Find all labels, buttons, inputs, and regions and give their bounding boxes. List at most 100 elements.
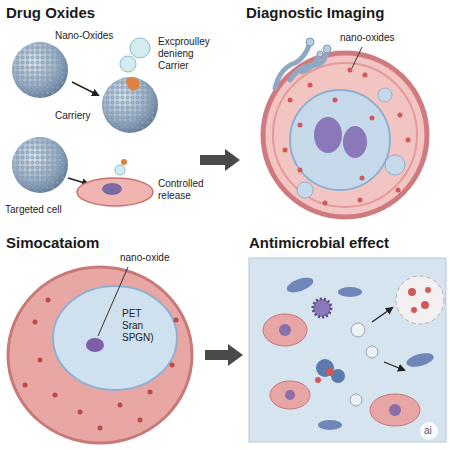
nano-oxide-dots <box>298 123 303 128</box>
tendril-tips <box>306 38 331 57</box>
nanoparticle-sphere <box>12 42 68 98</box>
microbes <box>421 301 429 309</box>
nano-oxide-dots <box>23 383 28 388</box>
part-label: Carriery <box>55 110 91 122</box>
microbes <box>351 323 365 337</box>
watermark: ai <box>424 425 432 437</box>
watermark-badge <box>420 422 438 440</box>
panel-heading: Diagnostic Imaging <box>240 0 390 26</box>
imaged-cell <box>263 53 427 217</box>
nanoparticle-sphere <box>12 137 68 193</box>
imaged-cell <box>385 155 405 175</box>
nano-oxide-dots <box>23 298 179 431</box>
microbes <box>338 287 362 297</box>
cell-section <box>8 267 192 443</box>
imaged-cell <box>343 126 367 158</box>
nano-oxide-tendrils <box>302 54 320 72</box>
microbes <box>425 287 431 293</box>
imaged-cell <box>378 88 392 102</box>
imaged-cell <box>263 53 427 217</box>
part-label: PET Sran SPGN) <box>122 308 156 344</box>
microbes <box>279 324 291 336</box>
panel: Antimicrobial effect <box>243 230 450 450</box>
nano-oxide-dots <box>298 168 303 173</box>
nano-oxide-dots <box>333 98 338 103</box>
nano-oxide-dots <box>148 390 153 395</box>
nanoparticle-sphere <box>12 42 68 98</box>
effect-arrows <box>384 362 404 370</box>
effect-arrows <box>362 308 404 412</box>
imaged-cell <box>273 63 417 207</box>
imaged-cell <box>297 182 313 198</box>
targeted-cell <box>115 165 125 175</box>
panel-heading: Drug Oxides <box>0 0 101 26</box>
microbes <box>389 404 401 416</box>
leader-line <box>352 47 362 68</box>
targeted-cell <box>77 159 153 206</box>
nano-oxide-dots <box>360 176 365 181</box>
nano-oxide-dots <box>398 113 403 118</box>
imaged-cell <box>290 90 390 190</box>
nano-oxide-dots <box>46 298 51 303</box>
microbes <box>326 368 334 376</box>
targeted-cell <box>102 183 122 195</box>
microbes <box>318 420 342 430</box>
nano-oxide-dots <box>33 320 38 325</box>
tendril-tips <box>323 45 331 53</box>
flow-arrow <box>200 149 240 171</box>
nano-oxide-dots <box>174 318 179 323</box>
nano-oxide-dots <box>283 148 288 153</box>
flow-arrow <box>205 344 243 366</box>
microbes <box>263 314 307 346</box>
microbes <box>366 346 378 358</box>
nano-oxide-dots <box>138 418 143 423</box>
microbes <box>350 394 362 406</box>
part-label: Nano-Oxides <box>55 30 113 42</box>
panel-ground <box>249 258 446 442</box>
targeted-cell <box>77 178 153 206</box>
nano-oxide-dots <box>78 410 83 415</box>
microbes <box>263 275 444 430</box>
nano-oxide-dots <box>396 188 401 193</box>
carrier-sphere <box>120 56 136 72</box>
tendril-tips <box>306 38 314 46</box>
nano-oxide-dots <box>98 426 103 431</box>
nanoparticle-sphere <box>12 137 68 193</box>
part-label: Excproulley denieng Carrier <box>158 36 218 72</box>
nano-oxide-dots <box>358 198 363 203</box>
nano-oxide-tendrils <box>290 50 327 80</box>
panel-heading: Simocataiom <box>0 230 105 256</box>
nano-oxide-dots <box>363 73 368 78</box>
part-label: Targeted cell <box>5 204 62 216</box>
step-arrow <box>72 82 98 95</box>
cell-section <box>8 267 192 443</box>
microbes <box>315 377 321 383</box>
nano-oxide-dots <box>308 83 313 88</box>
microbes <box>285 390 295 400</box>
microbes <box>313 299 331 317</box>
cell-section <box>53 286 177 390</box>
tendril-tips <box>317 51 323 57</box>
nano-oxide-dots <box>406 138 411 143</box>
nano-oxide-dots <box>283 68 411 206</box>
cell-section <box>86 338 104 352</box>
panel-heading: Antimicrobial effect <box>243 230 395 256</box>
part-label: nano-oxides <box>340 32 394 44</box>
nano-oxide-dots <box>323 201 328 206</box>
microbes <box>411 307 417 313</box>
nano-oxide-dots <box>118 403 123 408</box>
nanoparticle-sphere <box>12 42 68 98</box>
nano-oxide-dots <box>288 98 293 103</box>
imaged-cell <box>314 117 342 153</box>
microbes <box>370 394 420 426</box>
microbes <box>405 351 435 370</box>
microbes <box>396 276 444 324</box>
carrier-sphere <box>130 38 150 58</box>
carrier-sphere <box>102 77 158 133</box>
nano-oxide-dots <box>348 68 353 73</box>
microbes <box>285 275 315 296</box>
microbes <box>408 288 416 296</box>
